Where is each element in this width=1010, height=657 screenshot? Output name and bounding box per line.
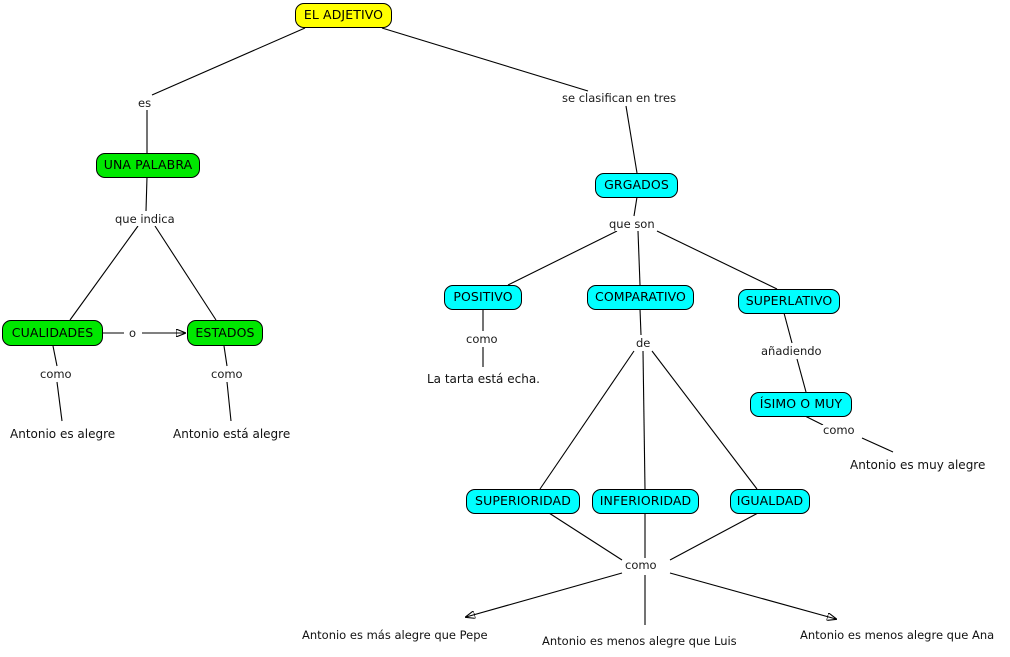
edge-como-to-mas-alegre-pepe [466,572,623,617]
edge-clasifican-to-grados [625,105,638,174]
edge-de-to-superioridad [539,350,635,490]
example-la-tarta-esta-echa: La tarta está echa. [427,372,540,386]
link-label-es: es [137,96,153,110]
edge-como-to-antonio-esta-alegre [226,381,232,422]
node-comparativo[interactable]: COMPARATIVO [587,285,694,310]
edge-como-to-menos-alegre-ana [669,572,836,619]
node-inferioridad[interactable]: INFERIORIDAD [592,489,699,514]
node-igualdad[interactable]: IGUALDAD [730,489,810,514]
node-grados[interactable]: GRGADOS [595,173,678,198]
link-label-como-cualidades: como [39,367,73,381]
edge-superioridad-to-como [548,512,623,561]
edge-root-to-es [151,27,306,96]
edge-anadiendo-to-isimo [796,358,807,393]
example-antonio-menos-alegre-que-luis: Antonio es menos alegre que Luis [542,634,737,648]
node-estados[interactable]: ESTADOS [187,320,263,346]
node-positivo[interactable]: POSITIVO [444,285,522,310]
example-antonio-es-muy-alegre: Antonio es muy alegre [850,458,986,472]
link-label-que-son: que son [608,217,656,231]
node-isimo-o-muy[interactable]: ÍSIMO O MUY [750,392,852,417]
edge-comparativo-to-de [639,308,642,336]
link-label-como-isimo: como [822,423,856,437]
edge-como-to-antonio-es-alegre [56,381,63,422]
edge-estados-to-como [223,345,228,367]
link-label-de: de [635,336,652,350]
edge-igualdad-to-como [669,512,759,561]
edge-que-son-to-positivo [507,230,618,286]
link-label-como-positivo: como [465,332,499,346]
edge-de-to-igualdad [651,350,758,490]
edge-que-son-to-comparativo [637,230,641,286]
link-label-anadiendo: añadiendo [760,344,823,358]
link-label-como-estados: como [210,367,244,381]
edge-superlativo-to-anadiendo [783,312,793,344]
edge-cualidades-to-como [52,345,58,367]
link-label-que-indica: que indica [114,212,176,226]
link-label-se-clasifican-en-tres: se clasifican en tres [561,91,678,105]
link-label-o: o [128,326,138,340]
edge-root-to-clasifican [381,27,589,92]
example-antonio-menos-alegre-que-ana: Antonio es menos alegre que Ana [800,628,995,642]
edge-que-indica-to-estados [154,225,217,321]
edge-que-son-to-superlativo [656,230,778,290]
node-superioridad[interactable]: SUPERIORIDAD [466,489,580,514]
edge-una-palabra-to-que-indica [145,176,148,212]
link-label-como-comparaciones: como [624,558,658,572]
edge-isimo-to-como [804,415,824,426]
node-cualidades[interactable]: CUALIDADES [2,320,103,346]
edge-de-to-inferioridad [642,350,646,490]
node-una-palabra[interactable]: UNA PALABRA [96,153,200,178]
edge-que-indica-to-cualidades [69,225,139,321]
node-el-adjetivo[interactable]: EL ADJETIVO [295,3,392,28]
example-antonio-es-alegre: Antonio es alegre [10,427,116,441]
example-antonio-esta-alegre: Antonio está alegre [173,427,291,441]
example-antonio-mas-alegre-que-pepe: Antonio es más alegre que Pepe [302,628,488,642]
edge-grados-to-que-son [633,196,638,217]
edge-como-to-antonio-muy-alegre [861,437,894,453]
node-superlativo[interactable]: SUPERLATIVO [738,289,840,314]
